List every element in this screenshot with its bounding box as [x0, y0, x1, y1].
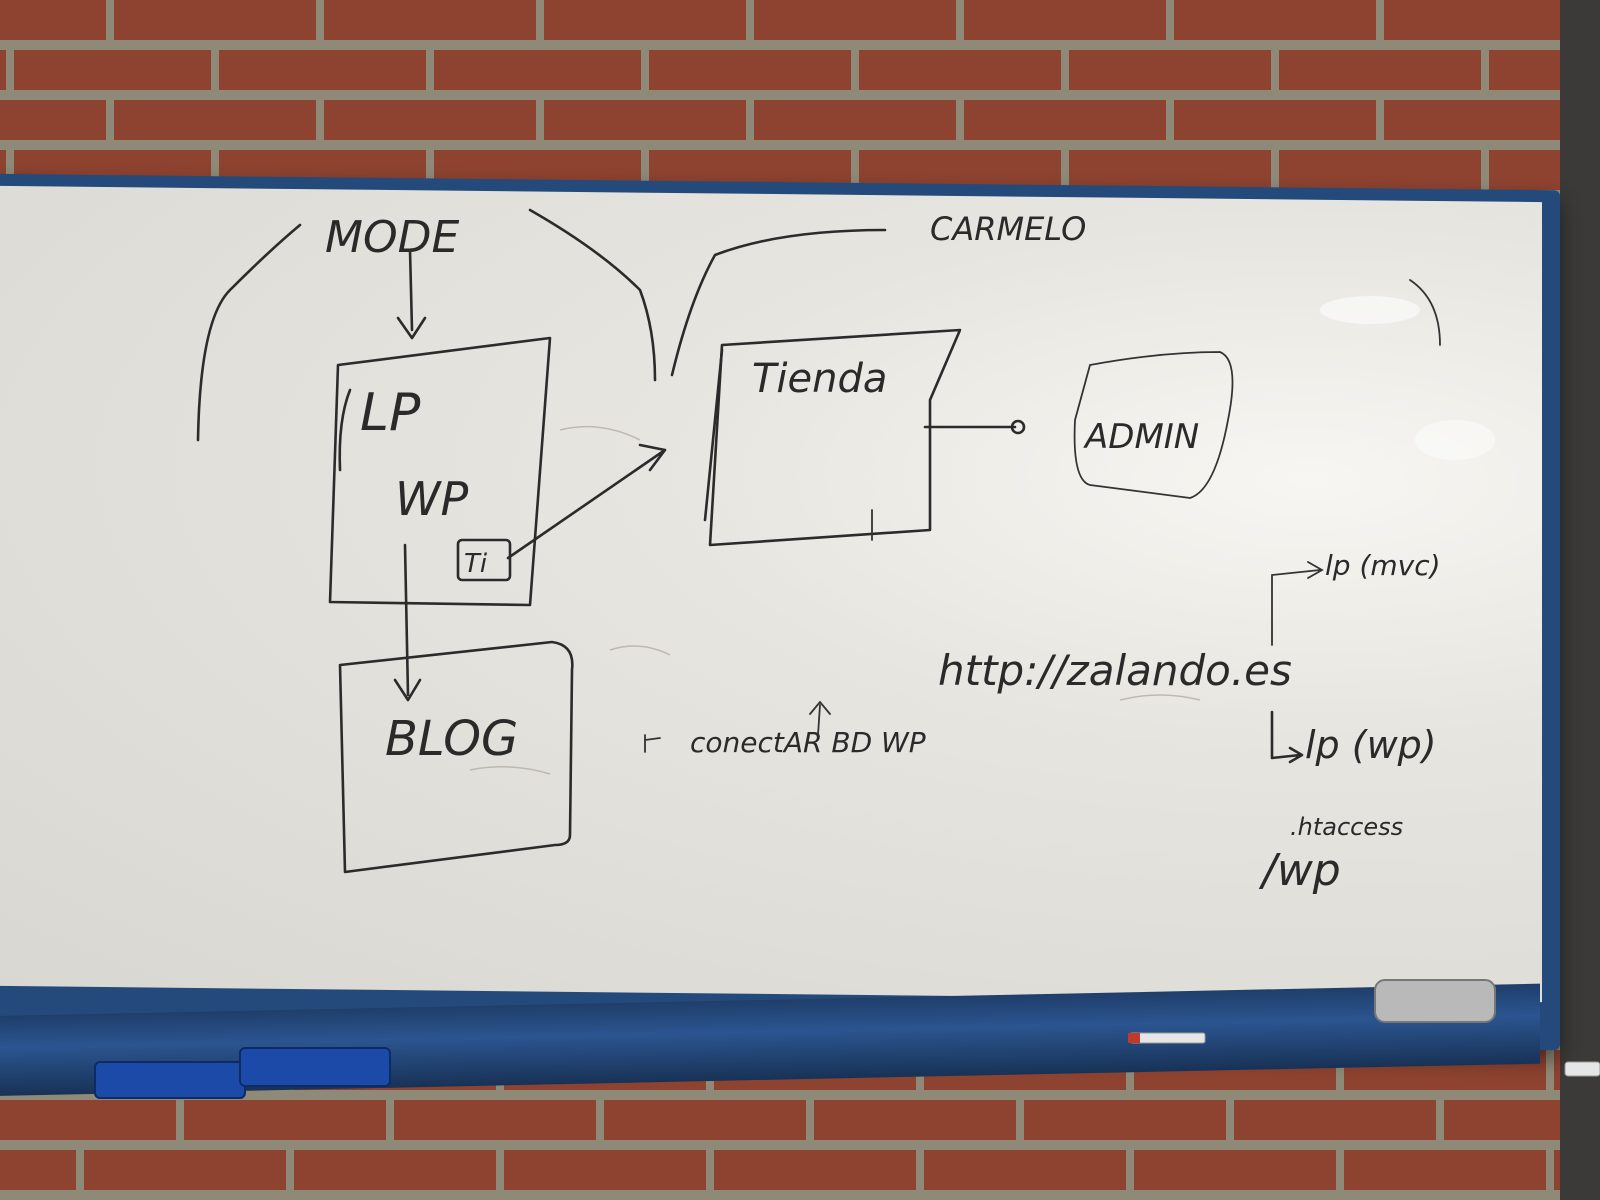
- slash-wp-label: /wp: [1258, 845, 1341, 896]
- mode-title: MODE: [325, 212, 459, 263]
- marker-cap: [1128, 1033, 1140, 1043]
- connect-text: conectAR BD WP: [690, 726, 926, 759]
- board-glare-2: [1415, 420, 1495, 460]
- box-tienda-label: Tienda: [752, 356, 887, 402]
- box-lp-wp: [328, 336, 552, 607]
- branch-top-label: lp (mvc): [1325, 549, 1441, 582]
- box-blog-label: BLOG: [385, 711, 518, 767]
- arc-left: [196, 223, 302, 442]
- branch-down-line: [1270, 710, 1304, 764]
- arc-right: [670, 228, 887, 377]
- lp-bracket: [338, 388, 352, 472]
- box-wp-label: WP: [395, 472, 468, 526]
- name-label: CARMELO: [930, 210, 1086, 248]
- arrow-connect-up: [809, 700, 831, 736]
- box-lp-label: LP: [360, 383, 421, 443]
- eraser-blue-left[interactable]: [94, 1061, 246, 1099]
- box-admin: [1073, 351, 1234, 499]
- eraser-blue-right[interactable]: [239, 1047, 391, 1087]
- box-ti-label: Ti: [464, 549, 488, 579]
- arrow-ti-to-tienda: [506, 443, 667, 560]
- arc-far-right: [1409, 279, 1441, 346]
- arrow-tienda-admin-head: [1010, 419, 1026, 435]
- arrow-wp-to-blog: [393, 543, 422, 702]
- branch-bottom-label: lp (wp): [1305, 723, 1437, 767]
- tienda-left-stroke: [703, 348, 724, 522]
- box-blog: [338, 640, 574, 874]
- marker[interactable]: [1129, 1032, 1206, 1044]
- eraser-grey[interactable]: [1374, 979, 1496, 1023]
- board-glare: [1320, 296, 1420, 324]
- chalk-right[interactable]: [1564, 1061, 1600, 1077]
- branch-up-line: [1271, 561, 1324, 646]
- arrow-mode-down: [396, 248, 427, 340]
- ghost-writing: [469, 425, 1201, 775]
- arrow-connect-left: [644, 734, 661, 753]
- box-ti-small: [456, 538, 512, 582]
- arc-mid: [528, 208, 657, 382]
- url-text: http://zalando.es: [938, 646, 1292, 695]
- box-admin-label: ADMIN: [1083, 417, 1199, 457]
- box-tienda: [708, 328, 962, 547]
- htaccess-label: .htaccess: [1290, 813, 1403, 841]
